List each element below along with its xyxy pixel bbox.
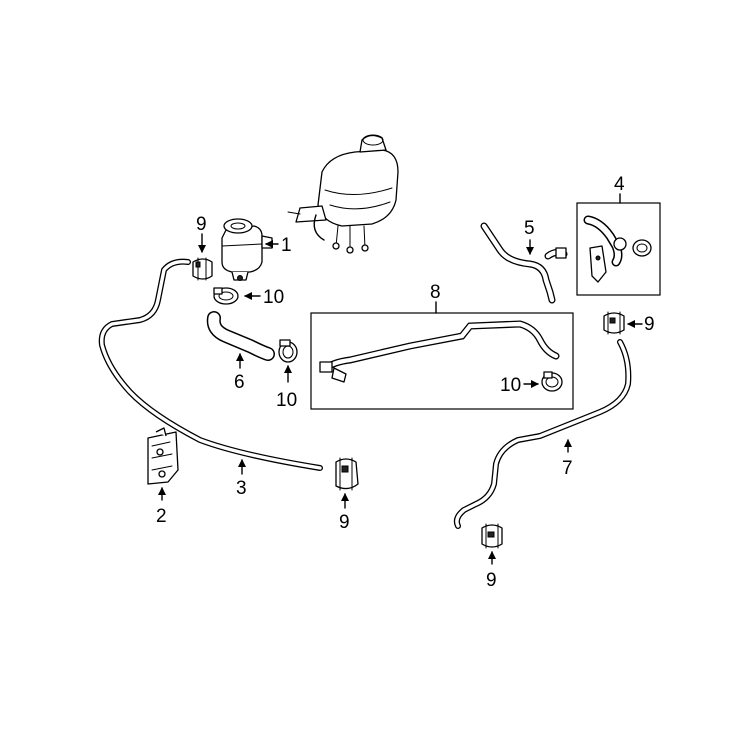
callout-9-top-left: 9	[196, 214, 207, 235]
short-coolant-hose	[206, 311, 275, 361]
hose-clamp-lower-left	[335, 457, 359, 491]
mounting-bracket	[147, 427, 179, 485]
callout-3: 3	[236, 478, 247, 499]
callout-4: 4	[614, 174, 625, 195]
hose-clamp-in-box	[541, 371, 563, 392]
callout-5: 5	[524, 218, 535, 239]
callout-10-middle: 10	[276, 390, 297, 411]
hose-clamp-top-left	[192, 257, 213, 281]
callout-2: 2	[156, 506, 167, 527]
hose-clamp-right	[603, 311, 625, 335]
coolant-pipe	[319, 320, 560, 383]
coolant-reservoir	[287, 134, 399, 254]
callout-6: 6	[234, 372, 245, 393]
hose-clamp-upper	[213, 287, 239, 305]
long-coolant-hose-right	[453, 339, 632, 529]
callout-7: 7	[562, 458, 573, 479]
coolant-hose-5	[480, 222, 568, 304]
callout-1: 1	[281, 235, 292, 256]
long-coolant-hose	[98, 258, 323, 471]
callout-9-lower-left: 9	[339, 512, 350, 533]
pipe-assembly-frame	[310, 312, 574, 410]
callout-9-right: 9	[644, 314, 655, 335]
callout-10-box: 10	[500, 375, 521, 396]
auxiliary-water-pump	[221, 218, 273, 281]
callout-9-bottom-right: 9	[486, 570, 497, 591]
callout-8: 8	[430, 282, 441, 303]
hose-clamp-bottom-right	[481, 523, 503, 549]
callout-10-upper: 10	[263, 287, 284, 308]
hose-kit-parts	[583, 215, 652, 283]
hose-clamp-middle	[278, 339, 298, 363]
hose-kit-frame	[576, 202, 661, 296]
